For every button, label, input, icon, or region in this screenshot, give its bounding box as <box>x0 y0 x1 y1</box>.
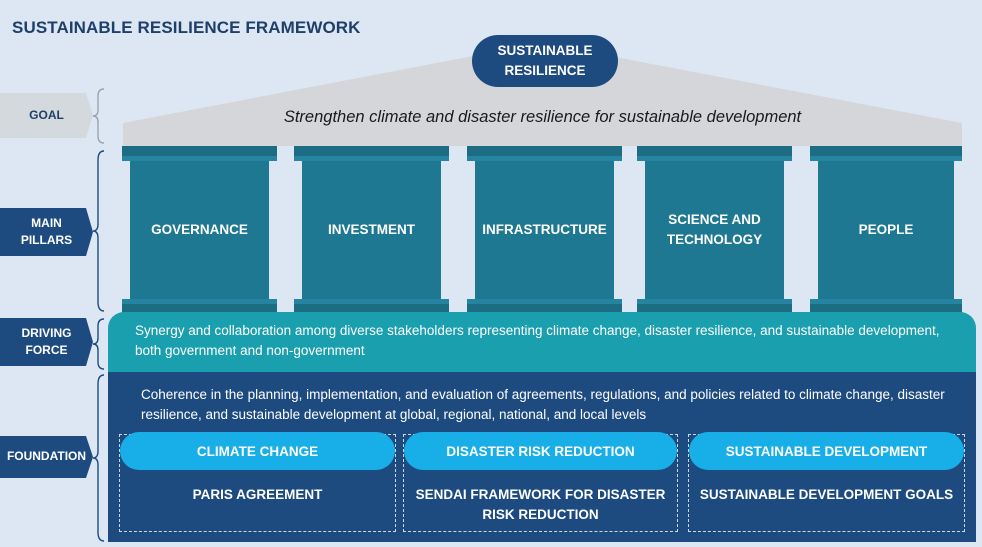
foundation-text: Coherence in the planning, implementatio… <box>141 387 945 423</box>
pillar-science-technology: SCIENCE AND TECHNOLOGY <box>637 146 792 314</box>
driving-force-band: Synergy and collaboration among diverse … <box>108 312 976 372</box>
pillar-label: GOVERNANCE <box>130 161 269 299</box>
label-foundation: FOUNDATION <box>0 436 93 478</box>
brace-foundation <box>92 374 105 542</box>
page-title: SUSTAINABLE RESILIENCE FRAMEWORK <box>12 18 361 37</box>
brace-pillars <box>92 150 105 312</box>
goal-statement: Strengthen climate and disaster resilien… <box>283 108 802 126</box>
foundation-column-disaster-risk-reduction: DISASTER RISK REDUCTION SENDAI FRAMEWORK… <box>403 432 678 532</box>
sustainable-resilience-badge: SUSTAINABLE RESILIENCE <box>472 35 618 87</box>
pillar-label: INVESTMENT <box>302 161 441 299</box>
pillar-people: PEOPLE <box>810 146 962 314</box>
detail-paris-agreement: PARIS AGREEMENT <box>192 487 323 502</box>
foundation-block: Coherence in the planning, implementatio… <box>108 372 976 542</box>
pillar-label: PEOPLE <box>818 161 954 299</box>
driving-force-text: Synergy and collaboration among diverse … <box>135 323 940 359</box>
label-main-pillars: MAIN PILLARS <box>0 208 93 256</box>
pillar-infrastructure: INFRASTRUCTURE <box>467 146 622 314</box>
detail-sdgs: SUSTAINABLE DEVELOPMENT GOALS <box>699 487 954 502</box>
label-driving-force: DRIVING FORCE <box>0 318 93 366</box>
brace-goal <box>92 88 105 144</box>
roof <box>123 43 962 146</box>
foundation-column-climate-change: CLIMATE CHANGE PARIS AGREEMENT <box>119 432 396 532</box>
foundation-column-sustainable-development: SUSTAINABLE DEVELOPMENT SUSTAINABLE DEVE… <box>688 432 965 532</box>
pill-climate-change: CLIMATE CHANGE <box>120 432 395 470</box>
pill-disaster-risk-reduction: DISASTER RISK REDUCTION <box>404 432 677 470</box>
pillar-governance: GOVERNANCE <box>122 146 277 314</box>
pill-sustainable-development: SUSTAINABLE DEVELOPMENT <box>689 432 964 470</box>
pillar-label: INFRASTRUCTURE <box>475 161 614 299</box>
label-goal: GOAL <box>0 93 93 138</box>
detail-sendai-framework: SENDAI FRAMEWORK FOR DISASTER RISK REDUC… <box>415 487 666 522</box>
pillar-label: SCIENCE AND TECHNOLOGY <box>645 161 784 299</box>
brace-driving <box>92 318 105 370</box>
pillar-investment: INVESTMENT <box>294 146 449 314</box>
